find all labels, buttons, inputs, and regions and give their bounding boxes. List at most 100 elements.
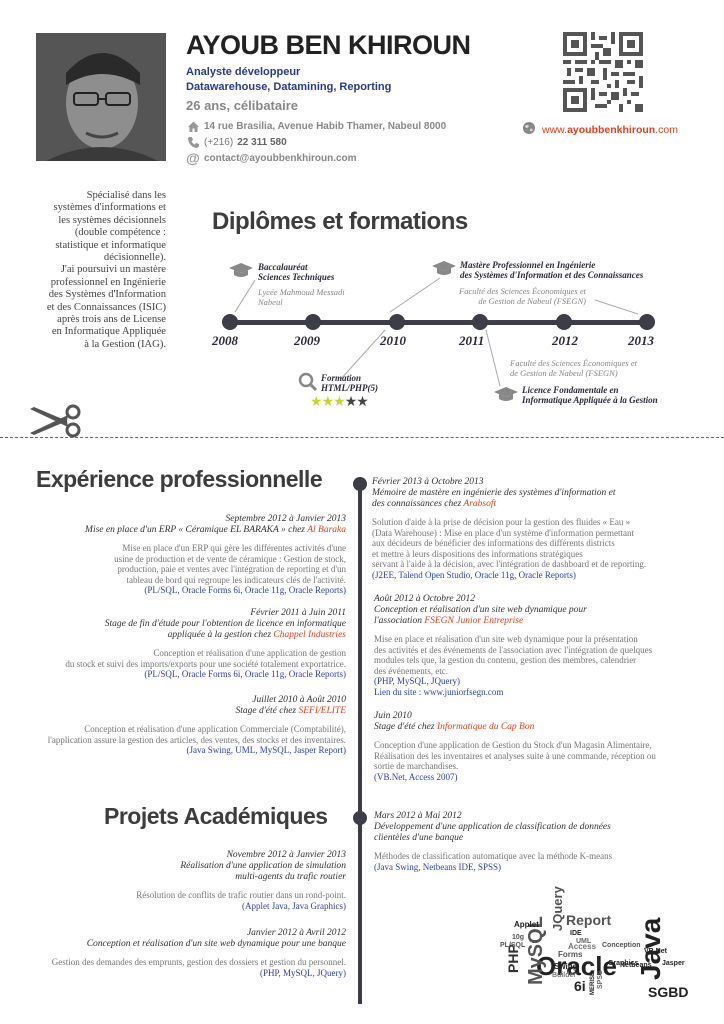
entry-title-text: Stage d'été chez bbox=[235, 706, 299, 716]
timeline-axis bbox=[230, 320, 646, 325]
entry-date: Septembre 2012 à Janvier 2013 bbox=[225, 514, 346, 524]
cloud-word: SPSS bbox=[597, 970, 604, 989]
master-school: Faculté des Sciences Économiques et de G… bbox=[410, 286, 586, 306]
experience-heading: Expérience professionnelle bbox=[36, 466, 323, 492]
cloud-word: Netbeans bbox=[620, 962, 652, 969]
qr-code bbox=[563, 32, 643, 112]
intro-line: (double compétence : bbox=[74, 227, 166, 239]
timeline-dot bbox=[222, 314, 238, 330]
entry-title-line1: Stage de fin d'étude pour l'obtention de… bbox=[104, 619, 346, 629]
entry-title-line2: multi-agents du trafic routier bbox=[235, 872, 346, 882]
licence-title: Licence Fondamentale en Informatique App… bbox=[522, 385, 658, 405]
bac-school-line2: Nabeul bbox=[258, 297, 283, 307]
email-text[interactable]: contact@ayoubbenkhiroun.com bbox=[204, 152, 357, 164]
entry-description: Solution d'aide à la prise de décision p… bbox=[372, 517, 712, 570]
entry-tech: (VB.Net, Access 2007) bbox=[374, 771, 458, 782]
phone-prefix: (+216) bbox=[204, 136, 234, 148]
timeline-year: 2011 bbox=[459, 333, 485, 348]
cloud-word: Forms bbox=[558, 950, 583, 959]
job-specialties: Datawarehouse, Datamining, Reporting bbox=[186, 81, 392, 93]
entry-date: Février 2011 à Juin 2011 bbox=[250, 608, 346, 618]
skill-rating-stars: ★★★★★ bbox=[310, 394, 369, 411]
email-row: @ contact@ayoubbenkhiroun.com bbox=[186, 150, 357, 166]
star-empty-icon: ★ bbox=[344, 395, 358, 410]
star-filled-icon: ★ bbox=[333, 395, 346, 410]
bac-title: Baccalauréat Sciences Techniques bbox=[258, 262, 334, 282]
entry-tech: (PHP, MySQL, JQuery) bbox=[374, 676, 461, 686]
entry-title-text: Stage d'été chez bbox=[374, 722, 437, 732]
bac-school-line1: Lycée Mahmoud Messadi bbox=[258, 287, 345, 297]
address-row: 14 rue Brasilia, Avenue Habib Thamer, Na… bbox=[186, 119, 446, 133]
entry-company: SEFI/ELITE bbox=[298, 706, 347, 716]
entry-description: Mise en place et réalisation d'un site w… bbox=[374, 634, 714, 676]
graduation-cap-icon bbox=[432, 260, 456, 283]
at-icon: @ bbox=[186, 150, 200, 166]
entry-date: Février 2013 à Octobre 2013 bbox=[372, 477, 484, 487]
entry-date: Novembre 2012 à Janvier 2013 bbox=[226, 850, 346, 860]
phone-row: (+216) 22 311 580 bbox=[186, 135, 287, 149]
intro-line: après trois ans de License bbox=[57, 314, 166, 326]
entry-description: Conception et réalisation d'une applicat… bbox=[20, 724, 346, 745]
timeline-connectors bbox=[234, 277, 639, 387]
intro-line: statistique et informatique bbox=[55, 239, 166, 251]
entry-description: Résolution de conflits de trafic routier… bbox=[136, 890, 346, 900]
desc-line: Mise en place et réalisation d'un site w… bbox=[374, 634, 638, 644]
entry-title-line2: appliquée à la gestion chez Chappel Indu… bbox=[20, 630, 346, 641]
desc-line: sortie de marchandises. bbox=[374, 761, 459, 771]
intro-line: à la Gestion (IAG). bbox=[84, 338, 166, 350]
licence-line1: Licence Fondamentale en bbox=[522, 385, 619, 395]
experience-entry: Juin 2010 Stage d'été chez Informatique … bbox=[374, 711, 714, 783]
entry-description: Mise en place d'un ERP qui gère les diff… bbox=[30, 543, 346, 585]
entry-title-line1: Développement d'une application de class… bbox=[374, 822, 611, 832]
timeline-dot bbox=[353, 477, 367, 491]
entry-company: Chappel Industries bbox=[273, 630, 346, 640]
project-entry: Novembre 2012 à Janvier 2013 Réalisation… bbox=[30, 850, 346, 912]
intro-line: et des Connaissances (ISIC) bbox=[46, 301, 166, 313]
cloud-word: Swing bbox=[554, 962, 578, 971]
home-icon bbox=[186, 119, 200, 133]
timeline-year: 2012 bbox=[552, 333, 578, 348]
entry-tech: (PHP, MySQL, JQuery) bbox=[259, 967, 346, 978]
entry-date: Janvier 2012 à Avril 2012 bbox=[246, 928, 346, 938]
cloud-word: JQuery bbox=[550, 885, 565, 931]
entry-date: Juin 2010 bbox=[374, 711, 412, 721]
desc-line: servant à l'aide à la décision, avec l'i… bbox=[372, 559, 647, 569]
entry-description: Gestion des demandes des emprunts, gesti… bbox=[51, 957, 346, 967]
website-prefix: www. bbox=[542, 123, 568, 136]
desc-line: (Data Warehouse) : Mise en place d'un sy… bbox=[372, 527, 635, 538]
bac-line2: Sciences Techniques bbox=[258, 272, 335, 282]
cloud-word: PHP bbox=[505, 944, 521, 973]
entry-title-line2: l'association FSEGN Junior Entreprise bbox=[374, 616, 714, 627]
site-link[interactable]: Lien du site : www.juniorfsegn.com bbox=[374, 687, 504, 697]
age-status: 26 ans, célibataire bbox=[186, 98, 299, 113]
desc-line: l'application assure la gestion des arti… bbox=[47, 734, 346, 745]
cloud-word: MERISE bbox=[590, 972, 596, 995]
cloud-word: Java bbox=[635, 917, 666, 980]
intro-line: décisionnelle). bbox=[103, 252, 166, 264]
desc-line: des événements, etc. bbox=[374, 665, 448, 676]
entry-tech: (PL/SQL, Oracle Forms 6i, Oracle 11g, Or… bbox=[144, 585, 346, 595]
timeline-dot bbox=[353, 811, 367, 825]
desc-line: Conception et réalisation d'une applicat… bbox=[153, 648, 346, 658]
desc-line: aux décideurs de bénéficier des informat… bbox=[372, 538, 615, 548]
formation-line1: Formation bbox=[321, 373, 362, 383]
desc-line: Solution d'aide à la prise de décision p… bbox=[372, 517, 631, 527]
address-text: 14 rue Brasilia, Avenue Habib Thamer, Na… bbox=[204, 120, 447, 132]
master-line1: Mastère Professionnel en Ingénierie bbox=[460, 260, 596, 270]
entry-tech: (PL/SQL, Oracle Forms 6i, Oracle 11g, Or… bbox=[144, 669, 346, 679]
intro-line: des Systèmes d'Information bbox=[48, 289, 166, 301]
desc-line: Mise en place d'un ERP qui gère les diff… bbox=[122, 543, 346, 553]
website-link[interactable]: www.ayoubbenkhiroun.com bbox=[522, 121, 678, 138]
desc-line: du stock et suivi des imports/exports po… bbox=[65, 658, 346, 669]
desc-line: Conception d'une application de Gestion … bbox=[374, 740, 652, 750]
entry-title-line1: Réalisation d'une application de simulat… bbox=[180, 861, 346, 871]
cloud-word: Builder bbox=[552, 972, 576, 979]
star-filled-icon: ★ bbox=[310, 395, 323, 410]
intro-line: J'ai poursuivi un mastère bbox=[60, 264, 166, 276]
entry-tech: (Java Swing, Netbeans IDE, SPSS) bbox=[374, 861, 501, 872]
master-school-line2: de Gestion de Nabeul (FSEGN) bbox=[478, 296, 586, 306]
entry-company: Informatique du Cap Bon bbox=[436, 722, 535, 732]
entry-title: Conception et réalisation d'un site web … bbox=[86, 939, 346, 949]
cloud-word: 6i bbox=[574, 978, 586, 994]
entry-company: FSEGN Junior Entreprise bbox=[424, 616, 524, 626]
